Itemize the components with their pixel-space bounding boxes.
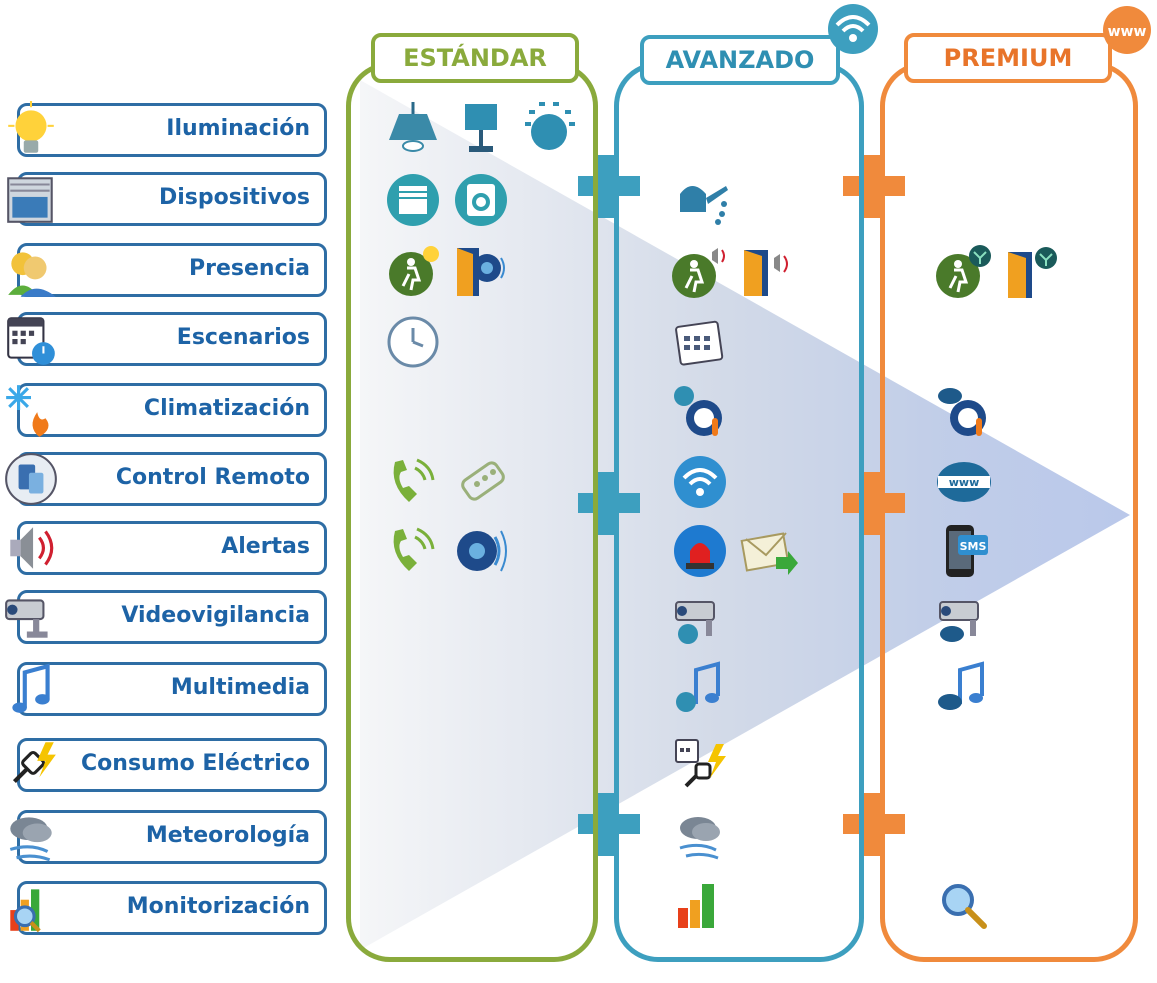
wifi-icon (828, 4, 878, 54)
clock-icon (387, 316, 439, 368)
feature-row-10: Consumo Eléctrico (17, 738, 327, 792)
feature-row-label: Iluminación (166, 116, 310, 141)
blinds-button-icon (387, 174, 439, 226)
progression-triangle (360, 80, 1130, 950)
wifi-icon (674, 456, 726, 508)
svg-text:SMS: SMS (960, 540, 987, 553)
connectors-premium (843, 155, 905, 856)
feature-row-label: Alertas (221, 534, 310, 559)
phone-icon (393, 527, 435, 571)
wifi-camera-icon (675, 601, 715, 644)
bar-chart-icon (678, 884, 714, 928)
motion-light-icon (389, 246, 439, 296)
feature-row-label: Meteorología (145, 823, 310, 848)
weather-icon (679, 817, 720, 860)
light-bulb-icon (8, 101, 54, 153)
feature-row-label: Monitorización (126, 894, 310, 919)
feature-row-label: Climatización (143, 396, 310, 421)
door-butterfly-icon (1008, 247, 1057, 298)
watering-can-icon (680, 186, 728, 225)
tier-avanzado-label: AVANZADO (640, 35, 840, 85)
feature-row-1: Iluminación (17, 103, 327, 157)
feature-row-label: Escenarios (176, 325, 310, 350)
www-music-icon (938, 661, 984, 710)
www-badge-icon: www (1103, 6, 1151, 54)
magnifier-icon (942, 884, 987, 929)
svg-text:www: www (949, 476, 980, 489)
feature-row-4: Escenarios (17, 312, 327, 366)
motion-butterfly-icon (936, 245, 991, 298)
www-thermostat-icon (938, 388, 986, 436)
tier-premium-label: PREMIUM (904, 33, 1112, 83)
feature-row-label: Dispositivos (158, 185, 310, 210)
www-camera-icon (939, 601, 979, 642)
washing-machine-button-icon (455, 174, 507, 226)
feature-row-12: Monitorización (17, 881, 327, 935)
ceiling-lamp-icon (389, 102, 437, 152)
www-icon: www (937, 462, 991, 502)
motion-alarm-icon (672, 248, 725, 298)
sms-phone-icon: SMS (946, 525, 988, 577)
calendar-icon (675, 320, 724, 366)
svg-text:www: www (1108, 24, 1147, 40)
feature-row-8: Videovigilancia (17, 590, 327, 644)
floor-lamp-icon (465, 104, 497, 152)
window-blinds-icon (7, 177, 53, 223)
users-icon (8, 252, 56, 297)
remote-device-icon (5, 453, 57, 505)
feature-row-9: Multimedia (17, 662, 327, 716)
feature-row-11: Meteorología (17, 810, 327, 864)
feature-row-label: Multimedia (170, 675, 310, 700)
email-icon (740, 532, 798, 575)
feature-row-5: Climatización (17, 383, 327, 437)
calendar-clock-icon (7, 317, 55, 365)
power-plug-icon (12, 742, 56, 784)
chart-magnifier-icon (10, 889, 41, 933)
music-note-icon (12, 663, 50, 713)
feature-row-label: Control Remoto (115, 465, 310, 490)
feature-row-label: Videovigilancia (121, 603, 310, 628)
phone-icon (393, 458, 435, 502)
weather-icon (9, 817, 52, 862)
scheduled-power-icon (675, 739, 726, 788)
siren-speaker-icon (457, 530, 507, 572)
tier-estandar-label: ESTÁNDAR (371, 33, 579, 83)
door-sensor-icon (457, 248, 505, 296)
speaker-icon (10, 527, 54, 569)
door-alarm-icon (744, 250, 788, 296)
feature-row-label: Presencia (189, 256, 310, 281)
dimmer-dial-icon (525, 102, 575, 150)
feature-row-label: Consumo Eléctrico (81, 751, 310, 776)
feature-row-7: Alertas (17, 521, 327, 575)
feature-row-2: Dispositivos (17, 172, 327, 226)
alarm-light-icon (674, 525, 726, 577)
remote-control-icon (461, 461, 505, 501)
snow-fire-icon (6, 385, 49, 437)
feature-row-6: Control Remoto (17, 452, 327, 506)
wifi-thermostat-icon (674, 386, 722, 436)
wifi-music-icon (676, 661, 720, 712)
security-camera-icon (5, 599, 48, 638)
